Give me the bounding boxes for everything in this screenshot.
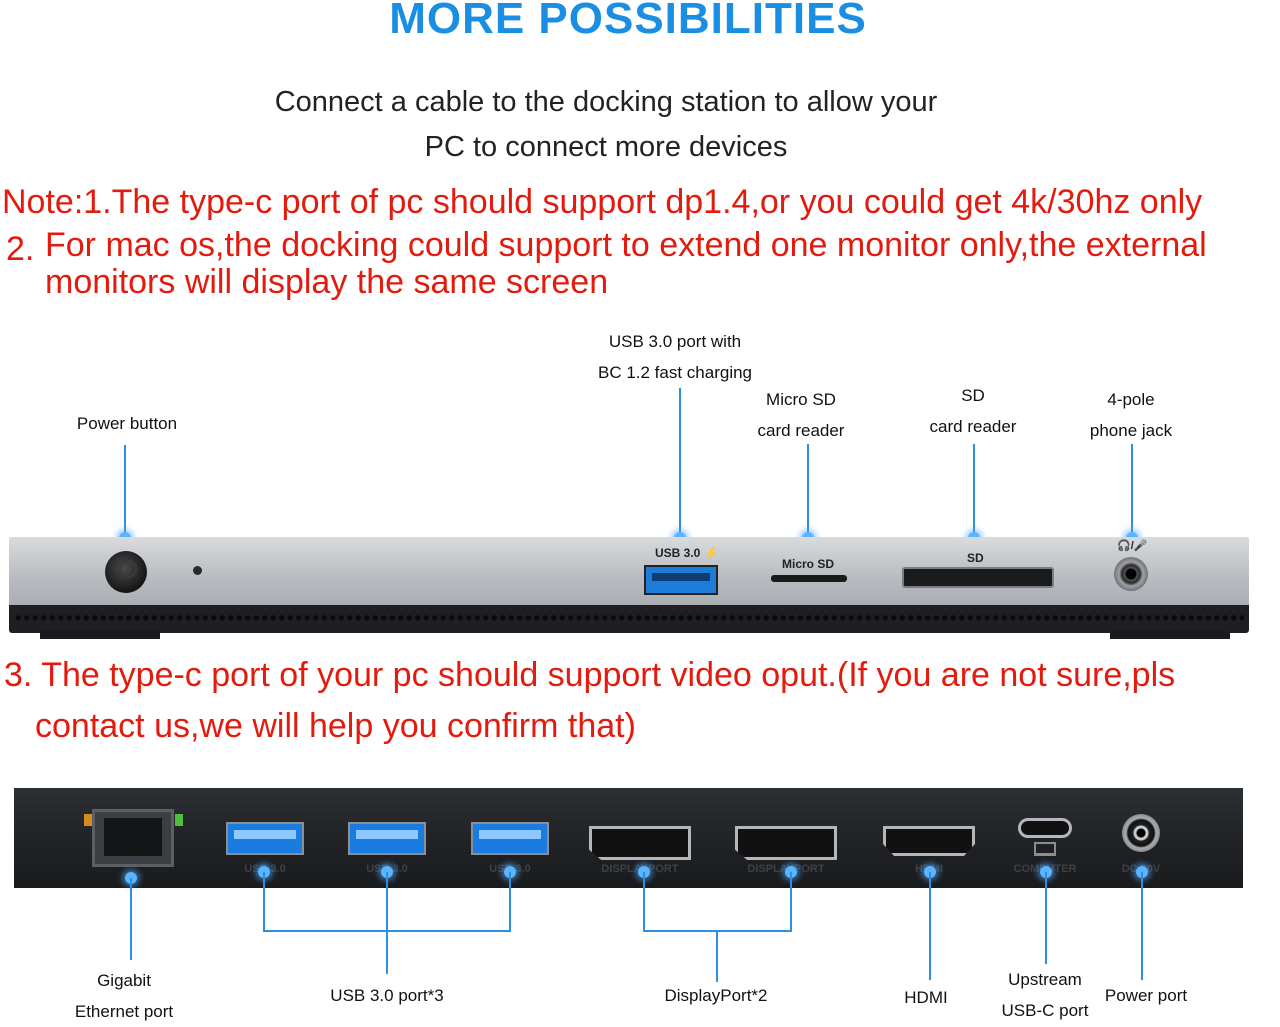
label-displayport: DisplayPort*2 bbox=[664, 986, 768, 1005]
ethernet-port[interactable] bbox=[104, 818, 162, 856]
callout-line-ethernet bbox=[130, 878, 132, 960]
callout-line-dp-1 bbox=[643, 872, 645, 932]
label-power-button: Power button bbox=[76, 414, 178, 433]
callout-line-microsd bbox=[807, 444, 809, 536]
callout-line-dp-2 bbox=[790, 872, 792, 932]
front-usb-port[interactable] bbox=[644, 565, 718, 595]
callout-line-power bbox=[124, 445, 126, 537]
label-usb-line-2: BC 1.2 fast charging bbox=[597, 363, 753, 382]
label-sd-line-1: SD bbox=[961, 386, 985, 405]
note-2-number: 2. bbox=[6, 230, 35, 268]
label-microsd-line-2: card reader bbox=[757, 421, 845, 440]
label-upstream-line-1: Upstream bbox=[1008, 970, 1082, 989]
displayport-2[interactable] bbox=[735, 826, 837, 860]
headset-icon: 🎧/🎤 bbox=[1117, 540, 1148, 552]
label-usb-ports: USB 3.0 port*3 bbox=[330, 986, 444, 1005]
rear-usb-port-1[interactable] bbox=[226, 822, 304, 855]
label-ethernet-line-1: Gigabit bbox=[97, 971, 151, 990]
power-icon bbox=[119, 560, 137, 578]
callout-bracket-usb bbox=[263, 930, 511, 932]
note-2-line-1: For mac os,the docking could support to … bbox=[45, 226, 1207, 264]
computer-icon bbox=[1034, 842, 1056, 856]
hdmi-port[interactable] bbox=[883, 826, 975, 856]
microsd-slot[interactable] bbox=[771, 575, 847, 582]
label-jack-line-2: phone jack bbox=[1089, 421, 1173, 440]
label-sd-line-2: card reader bbox=[929, 417, 1017, 436]
ethernet-led-left bbox=[84, 814, 92, 826]
callout-line-sd bbox=[973, 444, 975, 536]
label-upstream-line-2: USB-C port bbox=[1001, 1001, 1089, 1020]
callout-line-usb-3 bbox=[509, 872, 511, 932]
rear-usb-port-3[interactable] bbox=[471, 822, 549, 855]
note-3-line-2: contact us,we will help you confirm that… bbox=[35, 707, 636, 745]
callout-line-usb-2 bbox=[386, 872, 388, 974]
sd-slot[interactable] bbox=[902, 567, 1054, 588]
usb-c-upstream-port[interactable] bbox=[1018, 818, 1072, 838]
note-2-line-2: monitors will display the same screen bbox=[45, 263, 609, 301]
displayport-1[interactable] bbox=[589, 826, 691, 860]
intro-line-2: PC to connect more devices bbox=[424, 131, 788, 163]
intro-line-1: Connect a cable to the docking station t… bbox=[274, 86, 938, 118]
label-power-port: Power port bbox=[1104, 986, 1188, 1005]
dc-power-port[interactable] bbox=[1122, 814, 1160, 852]
ethernet-led-right bbox=[175, 814, 183, 826]
rear-usb-port-2[interactable] bbox=[348, 822, 426, 855]
label-hdmi: HDMI bbox=[904, 988, 948, 1007]
label-usb-line-1: USB 3.0 port with bbox=[608, 332, 742, 351]
page-title: MORE POSSIBILITIES bbox=[389, 0, 867, 43]
label-microsd-line-1: Micro SD bbox=[766, 390, 836, 409]
label-ethernet-line-2: Ethernet port bbox=[74, 1002, 174, 1021]
front-microsd-text: Micro SD bbox=[782, 557, 835, 571]
callout-line-hdmi bbox=[929, 872, 931, 980]
callout-line-dp-stem bbox=[716, 930, 718, 982]
callout-line-dc bbox=[1141, 872, 1143, 980]
callout-line-usb bbox=[679, 388, 681, 536]
vent-grille bbox=[14, 612, 1244, 624]
callout-line-jack bbox=[1131, 444, 1133, 536]
callout-line-usb-1 bbox=[263, 872, 265, 932]
phone-jack[interactable] bbox=[1114, 557, 1148, 591]
note-1: Note:1.The type-c port of pc should supp… bbox=[2, 183, 1203, 221]
front-usb-text: USB 3.0 ⚡ bbox=[655, 546, 719, 560]
callout-line-usbc bbox=[1045, 872, 1047, 964]
note-3-line-1: 3. The type-c port of your pc should sup… bbox=[4, 656, 1176, 694]
foot-right bbox=[1110, 631, 1230, 639]
foot-left bbox=[40, 631, 160, 639]
label-jack-line-1: 4-pole bbox=[1107, 390, 1155, 409]
status-led bbox=[193, 566, 202, 575]
front-sd-text: SD bbox=[967, 551, 984, 565]
